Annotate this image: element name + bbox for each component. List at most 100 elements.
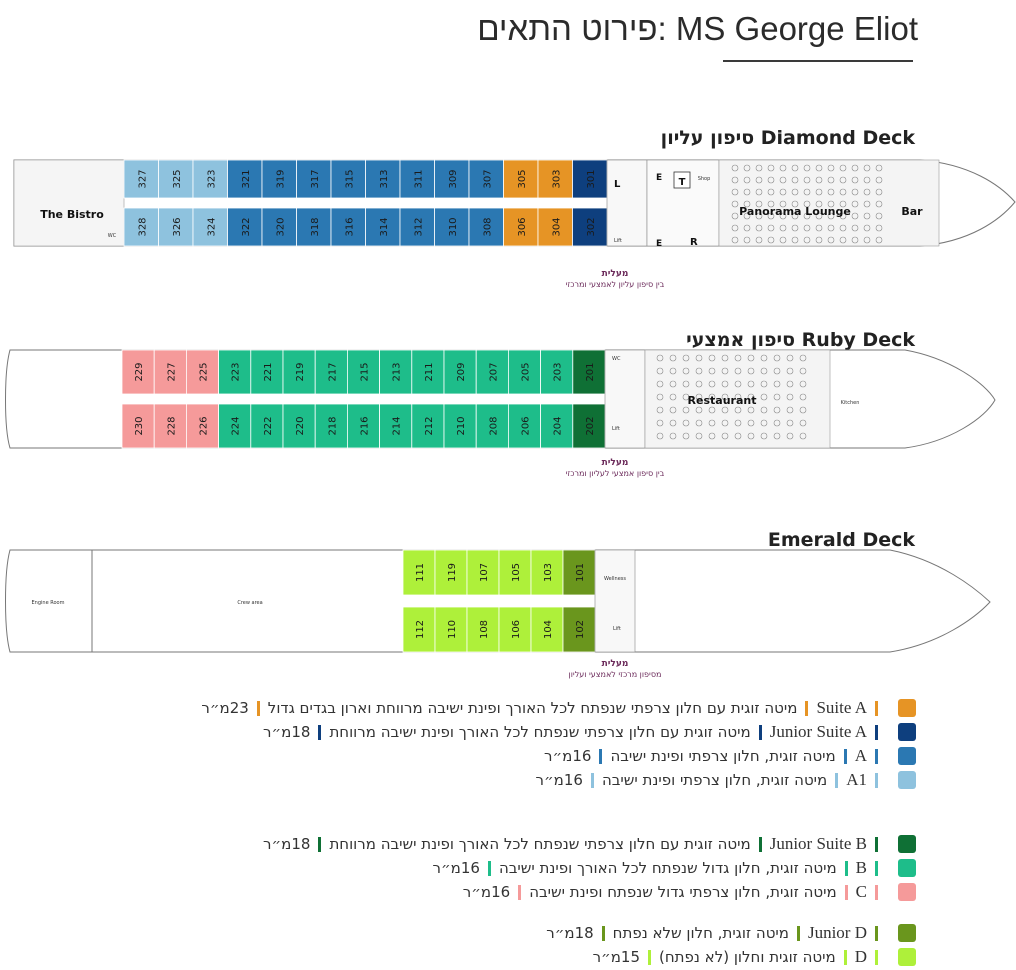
cabin-102[interactable] [562, 606, 596, 653]
emerald-hull [5, 549, 991, 653]
legend-bar [518, 884, 522, 900]
cabin-310[interactable] [434, 207, 470, 247]
cabin-221[interactable] [250, 349, 284, 395]
cabin-307[interactable] [468, 159, 504, 199]
diamond-wc-label: WC [108, 233, 117, 239]
cabin-321[interactable] [227, 159, 263, 199]
cabin-301[interactable] [572, 159, 608, 199]
cabin-207[interactable] [475, 349, 509, 395]
cabin-319[interactable] [261, 159, 297, 199]
seat-icon [656, 380, 664, 388]
cabin-324[interactable] [192, 207, 228, 247]
cabin-223[interactable] [218, 349, 252, 395]
seat-icon [743, 236, 751, 244]
cabin-212[interactable] [411, 403, 445, 449]
cabin-205[interactable] [507, 349, 541, 395]
cabin-217[interactable] [314, 349, 348, 395]
cabin-101[interactable] [562, 549, 596, 596]
seat-icon [767, 188, 775, 196]
seat-icon [773, 367, 781, 375]
legend-category: A [854, 746, 867, 765]
cabin-218[interactable] [314, 403, 348, 449]
cabin-230[interactable] [121, 403, 155, 449]
cabin-number-313: 313 [379, 169, 390, 188]
seat-icon [721, 393, 729, 401]
cabin-number-304: 304 [551, 217, 562, 236]
legend-bar [648, 949, 652, 965]
cabin-318[interactable] [296, 207, 332, 247]
seat-icon [747, 432, 755, 440]
cabin-213[interactable] [379, 349, 413, 395]
cabin-225[interactable] [185, 349, 219, 395]
seat-icon [747, 367, 755, 375]
seat-icon [760, 367, 768, 375]
cabin-303[interactable] [537, 159, 573, 199]
cabin-119[interactable] [434, 549, 468, 596]
seat-icon [743, 212, 751, 220]
cabin-311[interactable] [399, 159, 435, 199]
diamond-t-label: T [679, 177, 686, 188]
cabin-326[interactable] [158, 207, 194, 247]
cabin-208[interactable] [475, 403, 509, 449]
legend-bar [875, 748, 878, 764]
cabin-209[interactable] [443, 349, 477, 395]
seat-icon [786, 393, 794, 401]
cabin-327[interactable] [123, 159, 159, 199]
cabin-number-110: 110 [447, 620, 458, 639]
cabin-320[interactable] [261, 207, 297, 247]
cabin-222[interactable] [250, 403, 284, 449]
cabin-210[interactable] [443, 403, 477, 449]
cabin-106[interactable] [498, 606, 532, 653]
seat-icon [734, 354, 742, 362]
seat-icon [786, 380, 794, 388]
cabin-215[interactable] [346, 349, 380, 395]
cabin-312[interactable] [399, 207, 435, 247]
seat-icon [721, 432, 729, 440]
cabin-number-312: 312 [413, 217, 424, 236]
cabin-103[interactable] [530, 549, 564, 596]
cabin-308[interactable] [468, 207, 504, 247]
cabin-224[interactable] [218, 403, 252, 449]
seat-icon [779, 200, 787, 208]
cabin-302[interactable] [572, 207, 608, 247]
cabin-229[interactable] [121, 349, 155, 395]
legend-bar [875, 724, 878, 740]
cabin-316[interactable] [330, 207, 366, 247]
cabin-306[interactable] [503, 207, 539, 247]
ruby-wc-label: WC [612, 356, 621, 362]
seat-icon [695, 393, 703, 401]
cabin-number-225: 225 [199, 362, 210, 381]
cabin-323[interactable] [192, 159, 228, 199]
cabin-number-111: 111 [415, 563, 426, 582]
cabin-111[interactable] [402, 549, 436, 596]
cabin-226[interactable] [185, 403, 219, 449]
cabin-number-105: 105 [511, 563, 522, 582]
legend-bar [875, 949, 878, 965]
seat-icon [682, 419, 690, 427]
legend-swatch [898, 883, 916, 901]
cabin-108[interactable] [466, 606, 500, 653]
cabin-104[interactable] [530, 606, 564, 653]
seat-icon [791, 176, 799, 184]
seat-icon [767, 164, 775, 172]
cabin-219[interactable] [282, 349, 316, 395]
cabin-220[interactable] [282, 403, 316, 449]
cabin-number-317: 317 [310, 169, 321, 188]
cabin-227[interactable] [153, 349, 187, 395]
legend-bar [843, 949, 847, 965]
cabin-107[interactable] [466, 549, 500, 596]
legend-description: מיטה זוגית עם חלון צרפתי שנפתח לכל האורך… [329, 835, 751, 853]
cabin-317[interactable] [296, 159, 332, 199]
cabin-105[interactable] [498, 549, 532, 596]
legend-bar [875, 700, 878, 716]
cabin-314[interactable] [365, 207, 401, 247]
restaurant-label: Restaurant [688, 394, 757, 407]
cabin-204[interactable] [540, 403, 574, 449]
legend-size: 23מ״ר [201, 699, 249, 717]
cabin-202[interactable] [572, 403, 606, 449]
cabin-325[interactable] [158, 159, 194, 199]
